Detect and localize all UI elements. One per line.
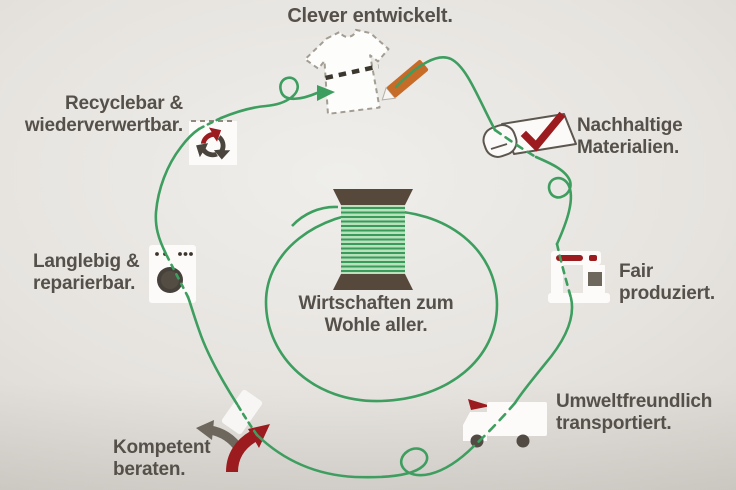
- label-recyclebar: Recyclebar & wiederverwertbar.: [24, 93, 183, 137]
- thread-stitch-sewing: [555, 242, 573, 300]
- tshirt-icon: [304, 28, 429, 115]
- thread-arrowhead-icon: [317, 85, 335, 101]
- label-nachhaltige-materialien: Nachhaltige Materialien.: [577, 115, 683, 159]
- label-clever-entwickelt: Clever entwickelt.: [287, 5, 453, 27]
- label-kompetent-beraten: Kompetent beraten.: [113, 437, 211, 481]
- label-langlebig: Langlebig & reparierbar.: [33, 251, 140, 295]
- label-center-motto: Wirtschaften zum Wohle aller.: [298, 293, 454, 337]
- recycling-bin-icon: [189, 120, 237, 165]
- label-fair-produziert: Fair produziert.: [619, 261, 715, 305]
- delivery-truck-icon: [463, 399, 547, 448]
- pencil-icon: [381, 60, 429, 101]
- label-umweltfreundlich: Umweltfreundlich transportiert.: [556, 391, 713, 435]
- sewing-machine-icon: [548, 251, 610, 303]
- flag-icon: [468, 399, 491, 410]
- thread-stitch-washer: [164, 252, 190, 299]
- thread-stitch-bin: [197, 116, 223, 131]
- thread-stitch-fabric: [493, 128, 538, 159]
- thread-spool-icon: [333, 189, 413, 290]
- checkmark-icon: [520, 111, 566, 152]
- stitch-patch: [221, 389, 263, 435]
- recycling-symbol-icon: [196, 127, 231, 160]
- thread-stitch-patch: [235, 402, 259, 437]
- thread-stitch-truck: [472, 401, 517, 448]
- fabric-roll-icon: [482, 111, 577, 158]
